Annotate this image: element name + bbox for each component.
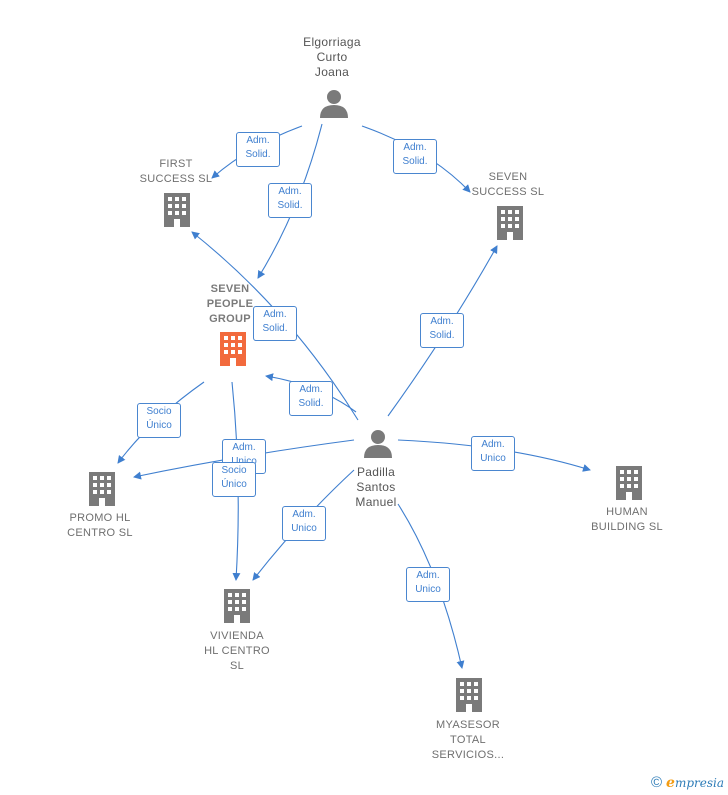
node-label-promo-hl[interactable]: PROMO HL CENTRO SL [67,512,133,539]
building-icon [89,472,115,506]
edge-label-padilla-seven-people: Adm. Solid. [289,381,333,416]
edge-label-padilla-seven-success: Adm. Solid. [420,313,464,348]
edge-label-padilla-vivienda: Adm. Unico [282,506,326,541]
building-icon-focus [220,332,246,366]
node-label-seven-people[interactable]: SEVEN PEOPLE GROUP [206,283,254,325]
person-icon [320,90,348,118]
edge-label-elgorriaga-first-success: Adm. Solid. [236,132,280,167]
node-label-elgorriaga[interactable]: Elgorriaga Curto Joana [303,35,361,79]
node-label-vivienda[interactable]: VIVIENDA HL CENTRO SL [204,630,270,672]
brand-initial: e [666,774,675,791]
edge-label-padilla-first-success: Adm. Solid. [253,306,297,341]
building-icon [616,466,642,500]
edge-label-seven-people-promo: Socio Único [137,403,181,438]
edge-label-elgorriaga-seven-people: Adm. Solid. [268,183,312,218]
building-icon [497,206,523,240]
building-icon [164,193,190,227]
node-label-myasesor[interactable]: MYASESOR TOTAL SERVICIOS... [431,719,505,761]
copyright-symbol: © [650,774,663,791]
building-icon [224,589,250,623]
person-icon [364,430,392,458]
edge-label-padilla-human-building: Adm. Unico [471,436,515,471]
node-label-seven-success[interactable]: SEVEN SUCCESS SL [471,171,545,198]
edge-label-elgorriaga-seven-success: Adm. Solid. [393,139,437,174]
footer-watermark: © empresia [651,774,724,791]
brand-logo[interactable]: empresia [666,775,724,791]
node-label-first-success[interactable]: FIRST SUCCESS SL [139,158,213,185]
edge-label-padilla-myasesor: Adm. Unico [406,567,450,602]
building-icon [456,678,482,712]
node-label-padilla[interactable]: Padilla Santos Manuel [355,465,397,509]
brand-rest: mpresia [674,775,724,790]
node-label-human-building[interactable]: HUMAN BUILDING SL [591,506,663,533]
edge-label-seven-people-vivienda: Socio Único [212,462,256,497]
